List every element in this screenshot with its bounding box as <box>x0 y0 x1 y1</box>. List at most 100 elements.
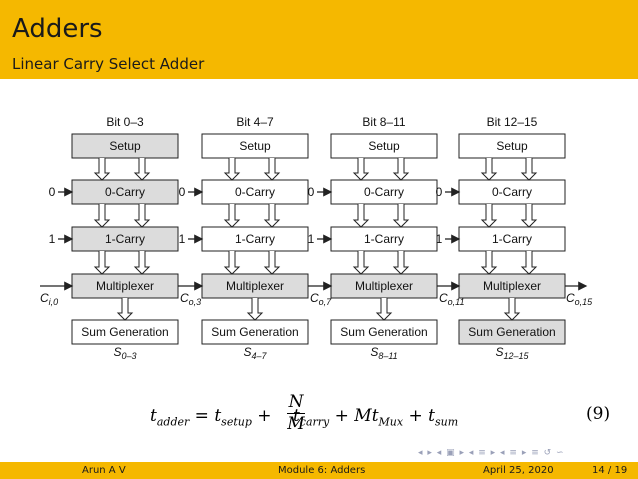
footer-module: Module 6: Adders <box>278 465 366 476</box>
setup-box-0 <box>71 133 179 159</box>
carry-in-one-label-3: 1 <box>436 232 443 246</box>
setup-label-0: Setup <box>109 139 141 153</box>
eq-t1: t <box>214 406 222 426</box>
carry-signal-label-0: Ci,0 <box>40 291 58 307</box>
carry-in-zero-label-2: 0 <box>308 185 315 199</box>
eq-frac-den: M <box>287 414 305 434</box>
setup-label-3: Setup <box>496 139 528 153</box>
carry-in-zero-label-1: 0 <box>179 185 186 199</box>
bit-range-label-2: Bit 8–11 <box>362 115 405 129</box>
setup-label-1: Setup <box>239 139 271 153</box>
footer-bar: Arun A V Module 6: Adders April 25, 2020… <box>0 462 638 479</box>
setup-to-carry0-arrow-b-3 <box>520 158 538 181</box>
eq-t3-sub: Mux <box>378 415 404 429</box>
setup-box-2 <box>330 133 438 159</box>
carry1-to-mux-arrow-a-0 <box>93 251 111 275</box>
mux-box-2 <box>330 273 438 299</box>
carry0-to-carry1-arrow-b-2 <box>392 204 410 228</box>
carry0-label-3: 0-Carry <box>492 185 532 199</box>
carry1-to-mux-arrow-a-3 <box>480 251 498 275</box>
carry0-box-0 <box>71 179 179 205</box>
carry0-to-carry1-arrow-b-1 <box>263 204 281 228</box>
mux-to-sum-arrow-2 <box>375 298 393 321</box>
eq-fraction: N M <box>287 392 305 434</box>
bit-range-label-1: Bit 4–7 <box>236 115 274 129</box>
setup-to-carry0-arrow-b-1 <box>263 158 281 181</box>
carry0-to-carry1-arrow-a-2 <box>352 204 370 228</box>
carry1-to-mux-arrow-b-2 <box>392 251 410 275</box>
carry-signal-label-2: Co,7 <box>310 291 332 307</box>
carry-in-one-label-0: 1 <box>49 232 56 246</box>
carry1-label-3: 1-Carry <box>492 232 532 246</box>
eq-frac-bar <box>287 413 305 414</box>
sum-output-label-0: S0–3 <box>113 345 136 361</box>
eq-lhs-sub: adder <box>156 415 190 429</box>
carry-in-zero-label-3: 0 <box>436 185 443 199</box>
sum-output-label-3: S12–15 <box>495 345 529 361</box>
carry-in-one-label-1: 1 <box>179 232 186 246</box>
eq-t1-sub: setup <box>221 415 252 429</box>
mux-label-0: Multiplexer <box>96 279 154 293</box>
carry0-to-carry1-arrow-a-0 <box>93 204 111 228</box>
eq-equals: = <box>189 406 215 426</box>
carry0-to-carry1-arrow-a-3 <box>480 204 498 228</box>
footer-page: 14 / 19 <box>592 465 628 476</box>
bit-range-label-3: Bit 12–15 <box>487 115 538 129</box>
eq-t3: Mt <box>354 406 379 426</box>
carry1-label-2: 1-Carry <box>364 232 404 246</box>
eq-plus3: + <box>403 406 429 426</box>
eq-t4: t <box>428 406 436 426</box>
setup-box-3 <box>458 133 566 159</box>
setup-to-carry0-arrow-a-1 <box>223 158 241 181</box>
sum-label-0: Sum Generation <box>81 325 168 339</box>
bit-range-label-0: Bit 0–3 <box>106 115 144 129</box>
carry-signal-label-1: Co,3 <box>180 291 201 307</box>
eq-t2: t <box>292 406 300 426</box>
setup-to-carry0-arrow-b-2 <box>392 158 410 181</box>
sum-label-3: Sum Generation <box>468 325 555 339</box>
eq-plus1: + <box>251 406 277 426</box>
sum-box-0 <box>71 319 179 345</box>
carry0-to-carry1-arrow-a-1 <box>223 204 241 228</box>
footer-author: Arun A V <box>82 465 126 476</box>
equation-number: (9) <box>586 404 611 424</box>
eq-plus2: + <box>329 406 355 426</box>
beamer-nav-icons[interactable]: ◂ ▸ ◂ ▣ ▸ ◂ ≡ ▸ ◂ ≡ ▸ ≡ ↺ ∽ <box>418 448 565 458</box>
eq-t2-sub: carry <box>299 415 330 429</box>
carry1-box-1 <box>201 226 309 252</box>
setup-to-carry0-arrow-a-2 <box>352 158 370 181</box>
mux-box-1 <box>201 273 309 299</box>
carry0-box-2 <box>330 179 438 205</box>
carry1-label-0: 1-Carry <box>105 232 145 246</box>
carry1-to-mux-arrow-b-1 <box>263 251 281 275</box>
carry0-label-2: 0-Carry <box>364 185 404 199</box>
sum-output-label-1: S4–7 <box>243 345 267 361</box>
carry-signal-label-3: Co,11 <box>439 291 465 307</box>
mux-label-3: Multiplexer <box>483 279 541 293</box>
eq-frac-num: N <box>288 392 304 412</box>
mux-to-sum-arrow-1 <box>246 298 264 321</box>
carry0-label-1: 0-Carry <box>235 185 275 199</box>
carry1-to-mux-arrow-a-1 <box>223 251 241 275</box>
slide-subtitle: Linear Carry Select Adder <box>12 55 205 73</box>
mux-label-2: Multiplexer <box>355 279 413 293</box>
header-bar: Adders Linear Carry Select Adder <box>0 0 638 79</box>
carry1-label-1: 1-Carry <box>235 232 275 246</box>
sum-box-2 <box>330 319 438 345</box>
eq-t4-sub: sum <box>435 415 459 429</box>
slide-title: Adders <box>12 14 103 44</box>
sum-box-1 <box>201 319 309 345</box>
mux-to-sum-arrow-3 <box>503 298 521 321</box>
carry1-to-mux-arrow-b-3 <box>520 251 538 275</box>
setup-to-carry0-arrow-a-0 <box>93 158 111 181</box>
carry-in-one-label-2: 1 <box>308 232 315 246</box>
carry0-to-carry1-arrow-b-3 <box>520 204 538 228</box>
footer-date: April 25, 2020 <box>483 465 554 476</box>
sum-label-1: Sum Generation <box>211 325 298 339</box>
carry1-box-3 <box>458 226 566 252</box>
carry-in-zero-label-0: 0 <box>49 185 56 199</box>
setup-to-carry0-arrow-a-3 <box>480 158 498 181</box>
setup-to-carry0-arrow-b-0 <box>133 158 151 181</box>
carry1-to-mux-arrow-a-2 <box>352 251 370 275</box>
